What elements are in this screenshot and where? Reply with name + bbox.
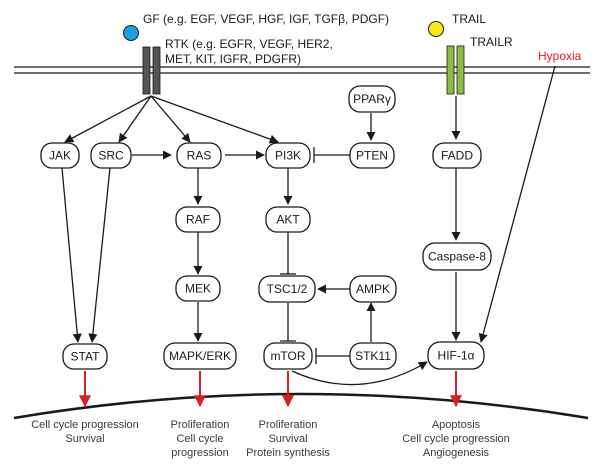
- svg-text:HIF-1α: HIF-1α: [438, 349, 475, 363]
- svg-text:Proliferation: Proliferation: [171, 419, 230, 431]
- edge-mtor-hif: [291, 361, 428, 386]
- svg-text:Apoptosis: Apoptosis: [432, 419, 481, 431]
- edge-stk11-inhibits-mtor: [315, 348, 350, 364]
- node-ampk: AMPK: [349, 275, 397, 303]
- svg-text:JAK: JAK: [49, 149, 71, 163]
- trail-ligand-circle: [428, 21, 444, 37]
- gf-label: GF (e.g. EGF, VEGF, HGF, IGF, TGFβ, PDGF…: [143, 12, 389, 26]
- node-raf: RAF: [175, 206, 221, 233]
- edge-rtk-jak: [64, 95, 152, 143]
- svg-text:Proliferation: Proliferation: [259, 419, 318, 431]
- activation-edges: [61, 65, 556, 386]
- node-ppar: PPARγ: [348, 85, 396, 113]
- node-caspase8: Caspase-8: [422, 242, 492, 271]
- edge-rtk-src: [118, 95, 152, 143]
- node-jak: JAK: [40, 142, 80, 169]
- outcome-arrows: [79, 371, 462, 408]
- svg-text:RAS: RAS: [187, 149, 212, 163]
- rtk-label-line2: MET, KIT, IGFR, PDGFR): [165, 52, 301, 66]
- svg-text:progression: progression: [171, 447, 228, 459]
- svg-text:PPARγ: PPARγ: [353, 92, 391, 106]
- trailr-label: TRAILR: [470, 35, 513, 49]
- inhibition-edges: [280, 147, 350, 364]
- edge-rtk-ras: [150, 95, 191, 143]
- node-mek: MEK: [175, 275, 221, 302]
- node-pten: PTEN: [349, 142, 395, 169]
- edge-hypoxia-hif: [478, 65, 556, 343]
- cell-membrane: [14, 66, 590, 74]
- node-mtor: mTOR: [263, 342, 313, 370]
- outcome-mtor: Proliferation Survival Protein synthesis: [246, 419, 330, 459]
- node-mapk: MAPK/ERK: [163, 342, 237, 370]
- svg-text:STAT: STAT: [71, 350, 101, 364]
- gf-ligand-circle: [123, 25, 139, 41]
- node-fadd: FADD: [432, 142, 482, 169]
- outcome-hif: Apoptosis Cell cycle progression Angioge…: [402, 419, 510, 459]
- svg-text:PTEN: PTEN: [356, 149, 388, 163]
- svg-text:STK11: STK11: [355, 349, 391, 363]
- node-hif: HIF-1α: [427, 341, 485, 370]
- edge-src-stat: [88, 167, 111, 343]
- edge-rtk-pi3k: [150, 95, 279, 144]
- svg-text:MEK: MEK: [185, 282, 211, 296]
- svg-text:AKT: AKT: [276, 213, 300, 227]
- svg-text:MAPK/ERK: MAPK/ERK: [169, 349, 231, 363]
- svg-text:FADD: FADD: [441, 149, 473, 163]
- rtk-label-line1: RTK (e.g. EGFR, VEGF, HER2,: [165, 37, 333, 51]
- hypoxia-label: Hypoxia: [538, 49, 582, 63]
- node-stat: STAT: [62, 343, 108, 370]
- svg-text:RAF: RAF: [186, 213, 210, 227]
- rtk-receptor: [142, 46, 161, 95]
- svg-text:Survival: Survival: [268, 433, 307, 445]
- outcome-stat: Cell cycle progression Survival: [31, 419, 139, 445]
- trailr-receptor: [446, 45, 465, 95]
- svg-text:Protein synthesis: Protein synthesis: [246, 447, 330, 459]
- node-stk11: STK11: [349, 342, 397, 370]
- svg-text:SRC: SRC: [98, 149, 124, 163]
- svg-text:Survival: Survival: [65, 433, 104, 445]
- node-akt: AKT: [265, 206, 311, 233]
- node-src: SRC: [90, 142, 132, 169]
- svg-text:Cell cycle progression: Cell cycle progression: [31, 419, 139, 431]
- edge-pten-inhibits-pi3k: [313, 147, 350, 163]
- svg-text:Cell cycle progression: Cell cycle progression: [402, 433, 510, 445]
- node-ras: RAS: [176, 142, 222, 169]
- trail-label: TRAIL: [452, 12, 486, 26]
- svg-text:Cell cycle: Cell cycle: [176, 433, 223, 445]
- svg-text:AMPK: AMPK: [356, 282, 390, 296]
- svg-text:Angiogenesis: Angiogenesis: [423, 447, 490, 459]
- edge-jak-stat: [61, 167, 82, 343]
- svg-text:mTOR: mTOR: [270, 349, 305, 363]
- edge-tsc-inhibits-mtor: [280, 303, 296, 342]
- svg-text:Caspase-8: Caspase-8: [428, 250, 486, 264]
- nuclear-membrane: [13, 392, 589, 420]
- svg-text:PI3K: PI3K: [275, 149, 301, 163]
- svg-text:TSC1/2: TSC1/2: [267, 282, 308, 296]
- edge-akt-inhibits-tsc: [280, 232, 296, 275]
- outcome-mapk: Proliferation Cell cycle progression: [171, 419, 230, 459]
- node-pi3k: PI3K: [265, 142, 311, 169]
- node-tsc: TSC1/2: [258, 275, 316, 303]
